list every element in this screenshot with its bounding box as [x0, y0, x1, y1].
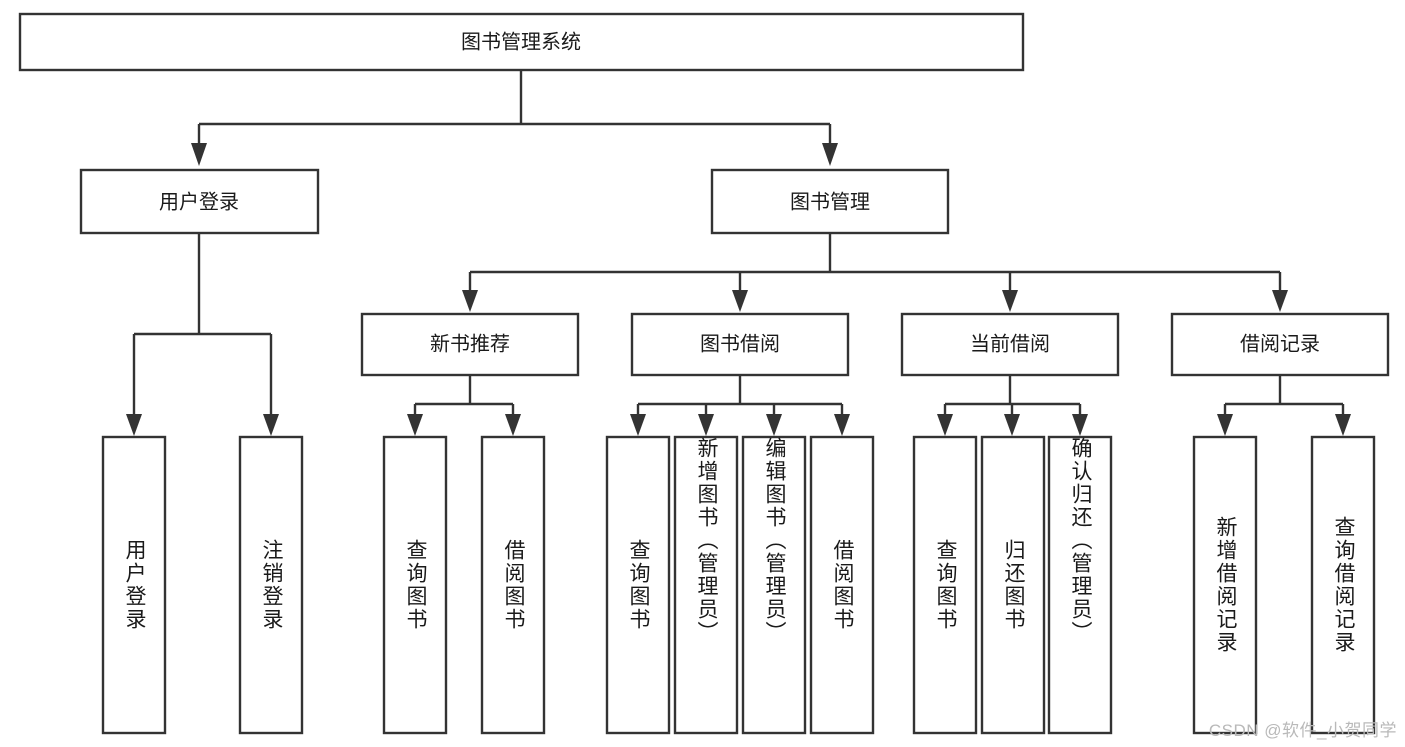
arrow-head-icon [191, 143, 207, 166]
watermark: CSDN @软件_小贺同学 [1208, 721, 1397, 740]
leaf-box-add-borrow-record[interactable] [1192, 435, 1258, 735]
borrow-record-label: 借阅记录 [1240, 332, 1320, 355]
connector-currentborrow-to-leaves [937, 375, 1088, 436]
leaf-box-borrow-book-1[interactable] [480, 435, 546, 735]
arrow-head-icon [1272, 290, 1288, 312]
root-label: 图书管理系统 [461, 30, 581, 53]
arrow-head-icon [462, 290, 478, 312]
arrow-head-icon [263, 414, 279, 436]
leaf-box-logout[interactable] [238, 435, 304, 735]
connector-userlogin-to-leaves [126, 233, 279, 436]
arrow-head-icon [732, 290, 748, 312]
arrow-head-icon [505, 414, 521, 436]
arrow-head-icon [1335, 414, 1351, 436]
root-box [18, 12, 1025, 72]
current-borrow-label: 当前借阅 [970, 332, 1050, 355]
arrow-head-icon [1217, 414, 1233, 436]
node-book-management[interactable]: 图书管理 [710, 168, 950, 235]
leaf-box-user-login[interactable] [101, 435, 167, 735]
leaf-box-query-book-3[interactable] [912, 435, 978, 735]
new-book-recommend-label: 新书推荐 [430, 332, 510, 355]
node-current-borrow[interactable]: 当前借阅 [900, 312, 1120, 377]
book-management-label: 图书管理 [790, 190, 870, 213]
arrow-head-icon [630, 414, 646, 436]
arrow-head-icon [126, 414, 142, 436]
arrow-head-icon [1072, 414, 1088, 436]
leaf-box-add-book-admin[interactable] [673, 435, 739, 735]
user-login-label: 用户登录 [159, 190, 239, 213]
connector-borrowrecord-to-leaves [1217, 375, 1351, 436]
connector-newbook-to-leaves [407, 375, 521, 436]
leaf-box-query-book-1[interactable] [382, 435, 448, 735]
current-borrow-box [900, 312, 1120, 377]
node-user-login[interactable]: 用户登录 [79, 168, 320, 235]
connector-bookborrow-to-leaves [630, 375, 850, 436]
new-book-recommend-box [360, 312, 580, 377]
node-new-book-recommend[interactable]: 新书推荐 [360, 312, 580, 377]
arrow-head-icon [766, 414, 782, 436]
arrow-head-icon [1002, 290, 1018, 312]
leaf-box-return-book[interactable] [980, 435, 1046, 735]
connector-bookmanagement-to-level3 [462, 233, 1288, 312]
node-root[interactable]: 图书管理系统 [18, 12, 1025, 72]
arrow-head-icon [822, 143, 838, 166]
leaf-box-query-book-2[interactable] [605, 435, 671, 735]
node-borrow-record[interactable]: 借阅记录 [1170, 312, 1390, 377]
user-login-box [79, 168, 320, 235]
arrow-head-icon [834, 414, 850, 436]
node-book-borrow[interactable]: 图书借阅 [630, 312, 850, 377]
leaf-box-query-borrow-record[interactable] [1310, 435, 1376, 735]
leaf-box-borrow-book-2[interactable] [809, 435, 875, 735]
arrow-head-icon [407, 414, 423, 436]
arrow-head-icon [1004, 414, 1020, 436]
arrow-head-icon [937, 414, 953, 436]
leaf-box-confirm-return-admin[interactable] [1047, 435, 1113, 735]
connector-root-to-level2 [191, 70, 838, 166]
book-borrow-label: 图书借阅 [700, 332, 780, 355]
leaf-box-edit-book-admin[interactable] [741, 435, 807, 735]
arrow-head-icon [698, 414, 714, 436]
